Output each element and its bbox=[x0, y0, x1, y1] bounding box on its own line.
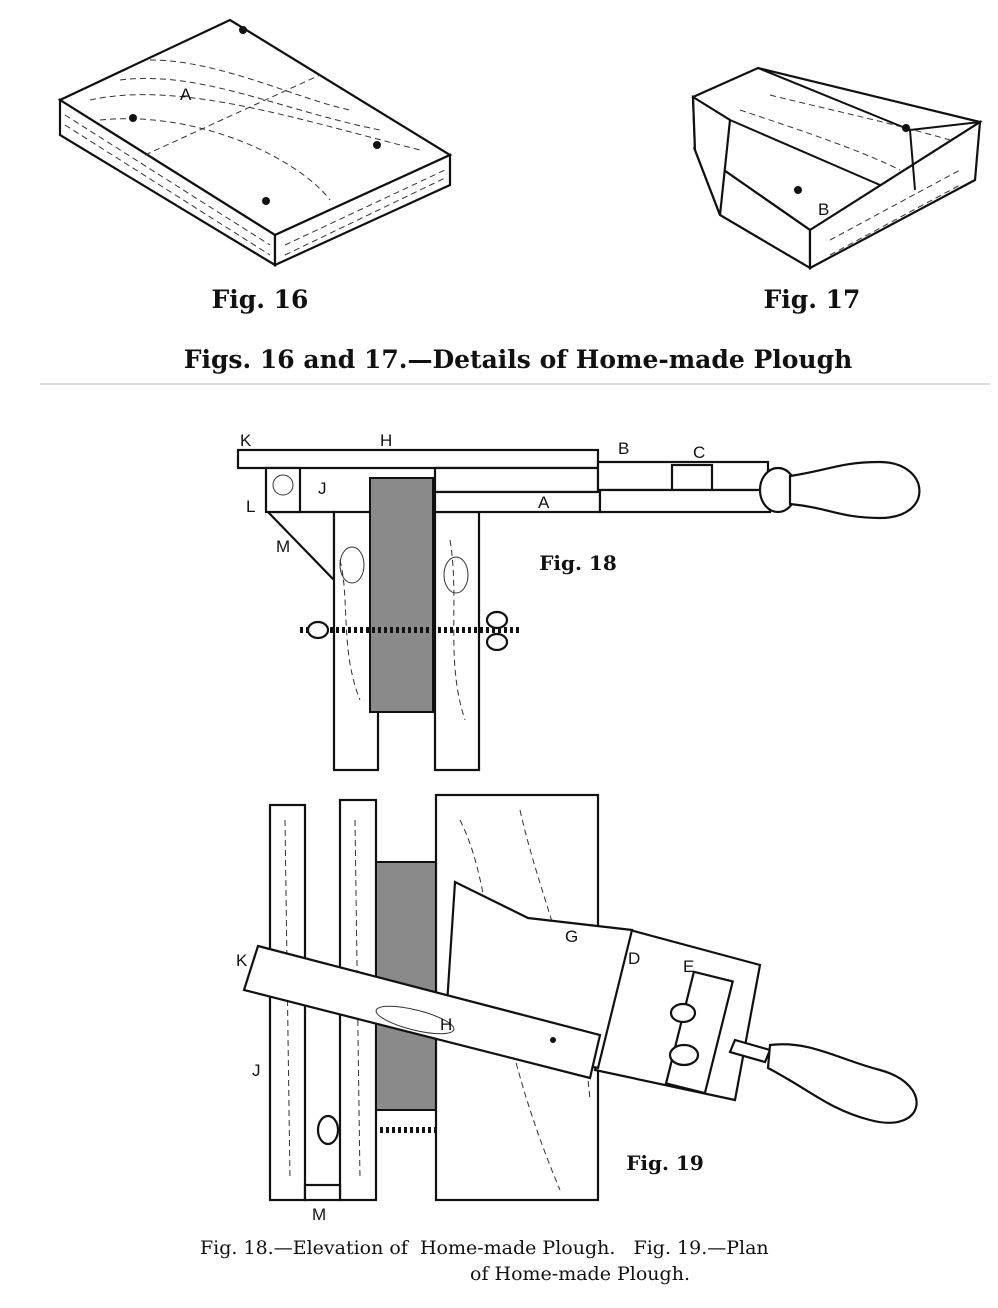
label-j: J bbox=[252, 1061, 261, 1080]
label-e: E bbox=[683, 957, 694, 976]
figure-17-block: B bbox=[691, 66, 983, 270]
label-d: D bbox=[628, 949, 640, 968]
label-g: G bbox=[565, 927, 578, 946]
label-a: A bbox=[538, 493, 550, 512]
figures-18-19-caption-line2: of Home-made Plough. bbox=[470, 1263, 690, 1285]
label-b: B bbox=[618, 439, 629, 458]
label-j: J bbox=[318, 479, 327, 498]
label-m: M bbox=[312, 1205, 326, 1224]
figure-16-caption: Fig. 16 bbox=[212, 285, 309, 314]
label-k: K bbox=[236, 951, 248, 970]
figure-18-elevation: K H B C J L M A bbox=[236, 431, 921, 772]
label-a: A bbox=[180, 85, 192, 104]
label-b: B bbox=[818, 200, 829, 219]
figure-17-caption: Fig. 17 bbox=[764, 285, 861, 314]
figure-19-caption: Fig. 19 bbox=[626, 1151, 704, 1175]
label-h: H bbox=[440, 1015, 452, 1034]
label-k: K bbox=[240, 431, 252, 450]
figure-19-plan: K G D E H J M bbox=[236, 793, 918, 1224]
label-l: L bbox=[246, 497, 255, 516]
figure-16-board: A bbox=[57, 18, 453, 267]
label-h: H bbox=[380, 431, 392, 450]
label-m: M bbox=[276, 537, 290, 556]
figure-18-caption: Fig. 18 bbox=[539, 551, 617, 575]
figures-18-19-caption-line1: Fig. 18.—Elevation of Home-made Plough. … bbox=[200, 1237, 769, 1259]
label-c: C bbox=[693, 443, 705, 462]
figures-16-17-caption: Figs. 16 and 17.—Details of Home-made Pl… bbox=[184, 345, 853, 374]
